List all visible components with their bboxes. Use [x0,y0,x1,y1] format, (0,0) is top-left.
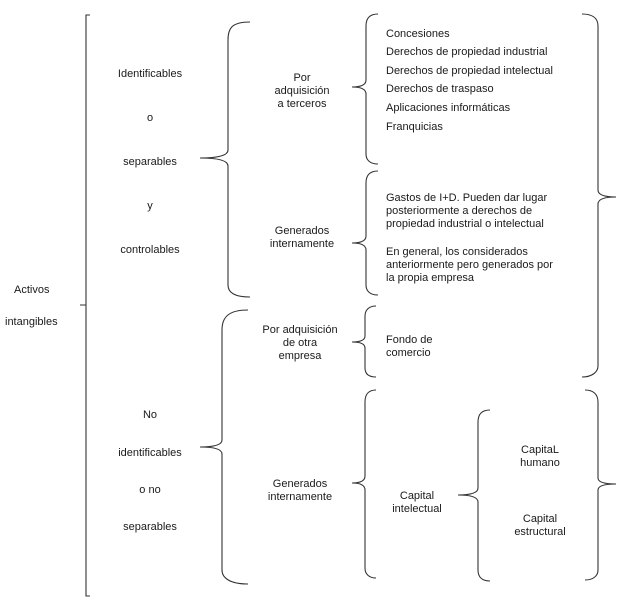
brace-non-identifiable [199,309,249,585]
human-capital-label: CapitaL humano [520,444,560,469]
non-identifiable-word: o no [139,484,161,496]
intellectual-capital-label: Capital intelectual [392,490,442,515]
non-identifiable-word: identificables [118,447,182,459]
internal-nonidentifiable-label: Generados internamente [267,478,333,503]
brace-root [80,14,90,597]
identifiable-word: controlables [120,244,180,256]
acquisition-item: Aplicaciones informáticas [386,102,511,114]
acquisition-item: Franquicias [386,121,443,133]
brace-company-acquisition [351,305,377,378]
internal-item: En general, los considerados anteriormen… [386,246,553,284]
identifiable-word: Identificables [117,68,183,80]
brace-identifiable [199,21,251,298]
non-identifiable-word: separables [123,521,177,533]
non-identifiable-word: No [142,409,158,421]
acquisition-item: Derechos de propiedad industrial [386,46,548,58]
brace-right-upper [581,13,617,378]
brace-internal-identifiable [351,170,379,296]
acquisition-item: Concesiones [386,28,450,40]
brace-intellectual-capital [457,409,491,582]
internal-item: Gastos de I+D. Pueden dar lugar posterio… [386,192,548,230]
structural-capital-label: Capital estructural [514,513,566,538]
internal-identifiable-label: Generados internamente [269,225,335,250]
identifiable-word: y [147,200,153,212]
acquisition-item: Derechos de traspaso [386,83,494,95]
identifiable-word: o [146,112,154,124]
root-label-line1: Activos [14,284,50,296]
brace-by-acquisition [351,13,379,165]
brace-right-lower [584,389,617,581]
root-label-line2: intangibles [5,316,58,328]
by-acquisition-label: Por adquisición a terceros [274,72,330,110]
acquisition-item: Derechos de propiedad intelectual [386,65,553,77]
goodwill-item: Fondo de comercio [386,334,433,359]
brace-internal-nonidentifiable [351,389,377,579]
identifiable-word: separables [123,156,177,168]
company-acquisition-label: Por adquisición de otra empresa [262,324,338,362]
